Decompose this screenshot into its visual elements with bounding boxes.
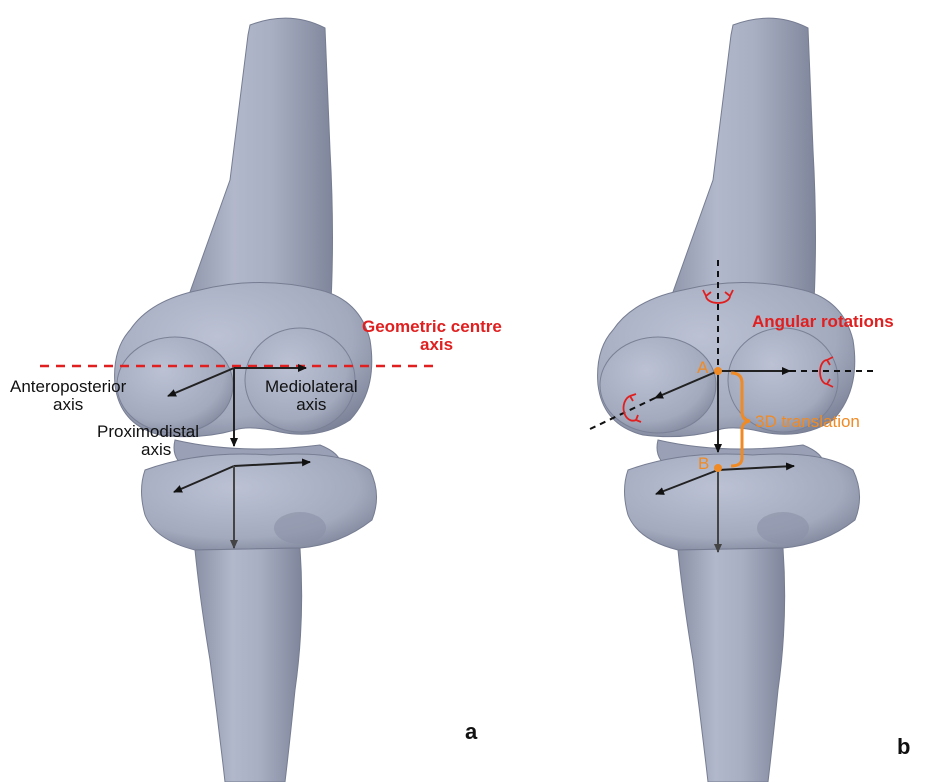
mediolateral-line1: Mediolateral: [265, 378, 358, 396]
mediolateral-line2: axis: [265, 396, 358, 414]
point-b-label: B: [698, 455, 709, 473]
proximodistal-line2: axis: [97, 441, 199, 459]
point-a-marker: [714, 367, 722, 375]
anteroposterior-line2: axis: [10, 396, 126, 414]
anteroposterior-line1: Anteroposterior: [10, 378, 126, 396]
panel-letter-a: a: [465, 720, 477, 743]
anteroposterior-axis-label: Anteroposterior axis: [10, 378, 126, 414]
geometric-centre-axis-label: Geometric centre axis: [362, 318, 502, 354]
geometric-centre-line2: axis: [362, 336, 502, 354]
proximodistal-axis-label: Proximodistal axis: [97, 423, 199, 459]
proximodistal-line1: Proximodistal: [97, 423, 199, 441]
translation-label: 3D translation: [755, 413, 860, 431]
point-b-marker: [714, 464, 722, 472]
panel-letter-b: b: [897, 735, 910, 758]
mediolateral-axis-label: Mediolateral axis: [265, 378, 358, 414]
geometric-centre-line1: Geometric centre: [362, 318, 502, 336]
point-a-label: A: [697, 359, 708, 377]
angular-rotations-label: Angular rotations: [752, 313, 894, 331]
knee-bone-b: [598, 18, 860, 782]
